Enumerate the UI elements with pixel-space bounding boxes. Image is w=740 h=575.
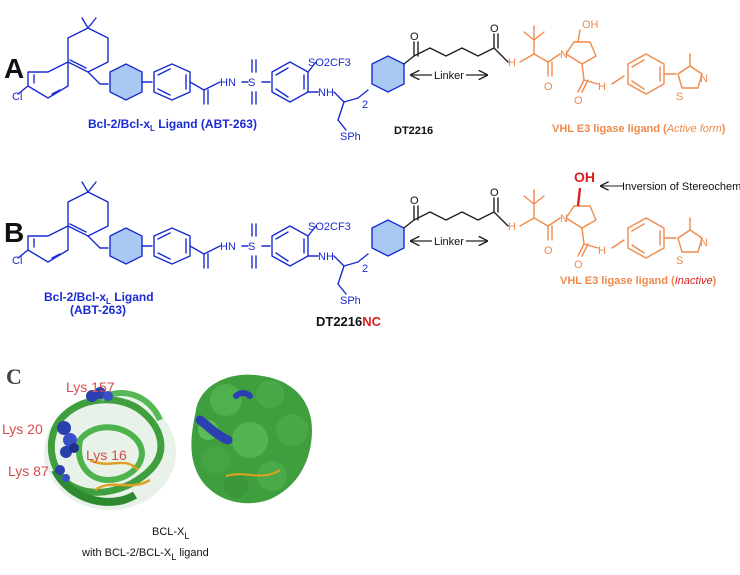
hydroxyl-a: OH (582, 19, 599, 31)
nh-label-b: NH (318, 251, 334, 263)
linker-label-a: Linker (434, 70, 464, 82)
o-label-a1: O (410, 31, 419, 43)
o-label-b3: O (544, 245, 553, 257)
h-label-a: H (508, 57, 516, 69)
h-label-b2: H (598, 245, 606, 257)
sph-label-b: SPh (340, 295, 361, 307)
so2cf3-label-b: SO2CF3 (308, 221, 351, 233)
protein-caption: with BCL-2/BCL-XL ligand (81, 547, 209, 562)
cl-label-b: Cl (12, 255, 22, 267)
o-label-a4: O (574, 95, 583, 107)
s-label-a2: S (676, 91, 683, 103)
lys-87-spheres (55, 465, 70, 482)
hydroxyl-b: OH (574, 169, 595, 185)
residue-lys-16: Lys 16 (86, 447, 127, 463)
o-label-a3: O (544, 81, 553, 93)
lys-20-spheres (57, 421, 79, 458)
residue-lys-157: Lys 157 (66, 379, 115, 395)
panel-a: A OH Cl HN S SO2CF3 NH 2 SPh O O H O N O… (4, 17, 726, 143)
h-label-a2: H (598, 81, 606, 93)
so2cf3-label-a: SO2CF3 (308, 57, 351, 69)
panel-a-letter: A (4, 53, 24, 84)
lys-157-spheres (86, 387, 113, 402)
n-label-b2: N (700, 237, 708, 249)
abt-label-b: (ABT-263) (70, 303, 126, 317)
compound-name-b: DT2216NC (316, 314, 382, 329)
o-label-b2: O (490, 187, 499, 199)
sub2-label-b: 2 (362, 263, 368, 275)
compound-name-a: DT2216 (394, 125, 433, 137)
protein-cartoon (44, 387, 176, 510)
o-label-b4: O (574, 259, 583, 271)
o-label-b1: O (410, 195, 419, 207)
sub2-label-a: 2 (362, 99, 368, 111)
protein-name: BCL-XL (152, 526, 189, 541)
hn-label-a: HN (220, 77, 236, 89)
n-label-a: N (560, 49, 568, 61)
o-label-a2: O (490, 23, 499, 35)
panel-c-letter: C (6, 364, 22, 389)
bcl-ligand-label-b: Bcl-2/Bcl-xL Ligand (44, 290, 154, 306)
sph-label-a: SPh (340, 131, 361, 143)
residue-lys-20: Lys 20 (2, 421, 43, 437)
panel-b: B OH Inversion of Stereochemistry Cl HN … (4, 169, 740, 329)
residue-lys-87: Lys 87 (8, 463, 49, 479)
n-label-b: N (560, 213, 568, 225)
bcl-ligand-label-a: Bcl-2/Bcl-xL Ligand (ABT-263) (88, 117, 257, 133)
vhl-label-b: VHL E3 ligase ligand (Inactive) (560, 275, 717, 287)
protein-surface (191, 374, 312, 504)
vhl-label-a: VHL E3 ligase ligand (Active form) (552, 123, 726, 135)
linker-label-b: Linker (434, 236, 464, 248)
s-label-a: S (248, 77, 255, 89)
hn-label-b: HN (220, 241, 236, 253)
nh-label-a: NH (318, 87, 334, 99)
panel-b-letter: B (4, 217, 24, 248)
panel-c: C Lys 157 Lys 20 Lys 87 Lys 16 (2, 364, 312, 562)
n-label-a2: N (700, 73, 708, 85)
s-label-b2: S (676, 255, 683, 267)
h-label-b: H (508, 221, 516, 233)
stereo-note: Inversion of Stereochemistry (622, 181, 740, 193)
s-label-b: S (248, 241, 255, 253)
cl-label-a: Cl (12, 91, 22, 103)
